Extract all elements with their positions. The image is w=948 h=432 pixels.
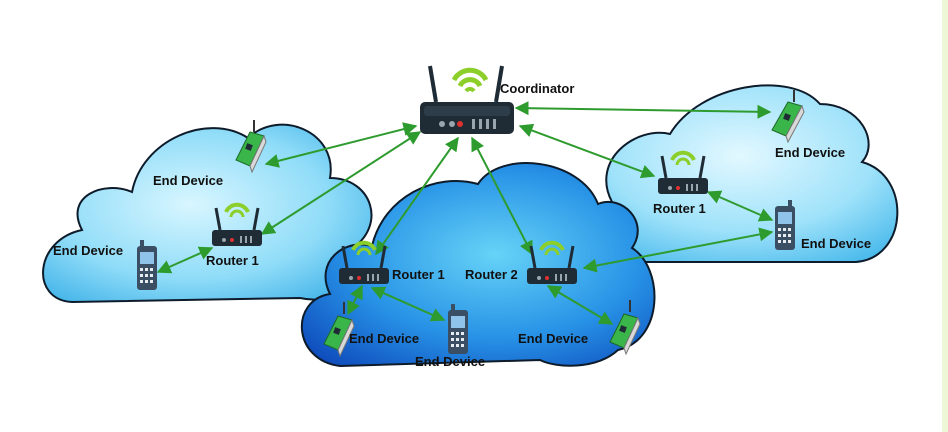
link-right-router-phone (706, 190, 774, 222)
left-end-device-label: End Device (153, 173, 223, 188)
coordinator-label: Coordinator (500, 81, 574, 96)
sensor-board-icon[interactable] (771, 90, 805, 144)
right-phone-label: End Device (801, 236, 871, 251)
mobile-phone-icon[interactable] (137, 240, 157, 290)
left-router-label: Router 1 (206, 253, 259, 268)
link-coordinator-center-router2 (471, 136, 533, 256)
sensor-board-icon[interactable] (323, 302, 355, 358)
sensor-board-icon[interactable] (609, 300, 641, 356)
center-end-device-left-label: End Device (349, 331, 419, 346)
wireless-router-icon[interactable] (527, 240, 577, 284)
mobile-phone-icon[interactable] (448, 304, 468, 354)
right-end-device-label: End Device (775, 145, 845, 160)
link-coordinator-center-router1 (375, 136, 459, 256)
left-cloud (42, 123, 373, 304)
link-coordinator-right-router (518, 123, 656, 179)
wireless-router-icon[interactable] (658, 150, 708, 194)
center-end-device-right-label: End Device (518, 331, 588, 346)
center-router1-label: Router 1 (392, 267, 445, 282)
coordinator-icon[interactable] (420, 65, 514, 134)
sensor-board-icon[interactable] (235, 120, 267, 174)
left-phone-label: End Device (53, 243, 123, 258)
link-router2-end-device (546, 285, 614, 325)
right-router-label: Router 1 (653, 201, 706, 216)
link-router1-end-device (347, 284, 363, 316)
link-router2-right-phone (582, 227, 774, 273)
mobile-phone-icon[interactable] (775, 200, 795, 250)
center-router2-label: Router 2 (465, 267, 518, 282)
right-edge-strip (942, 0, 948, 432)
center-phone-label: End Device (415, 354, 485, 369)
wireless-router-icon[interactable] (339, 240, 389, 284)
link-router1-phone (370, 286, 446, 322)
links (156, 101, 774, 325)
wireless-router-icon[interactable] (212, 202, 262, 246)
link-coordinator-right-end-device (514, 101, 772, 119)
link-left-router-phone (156, 246, 214, 274)
